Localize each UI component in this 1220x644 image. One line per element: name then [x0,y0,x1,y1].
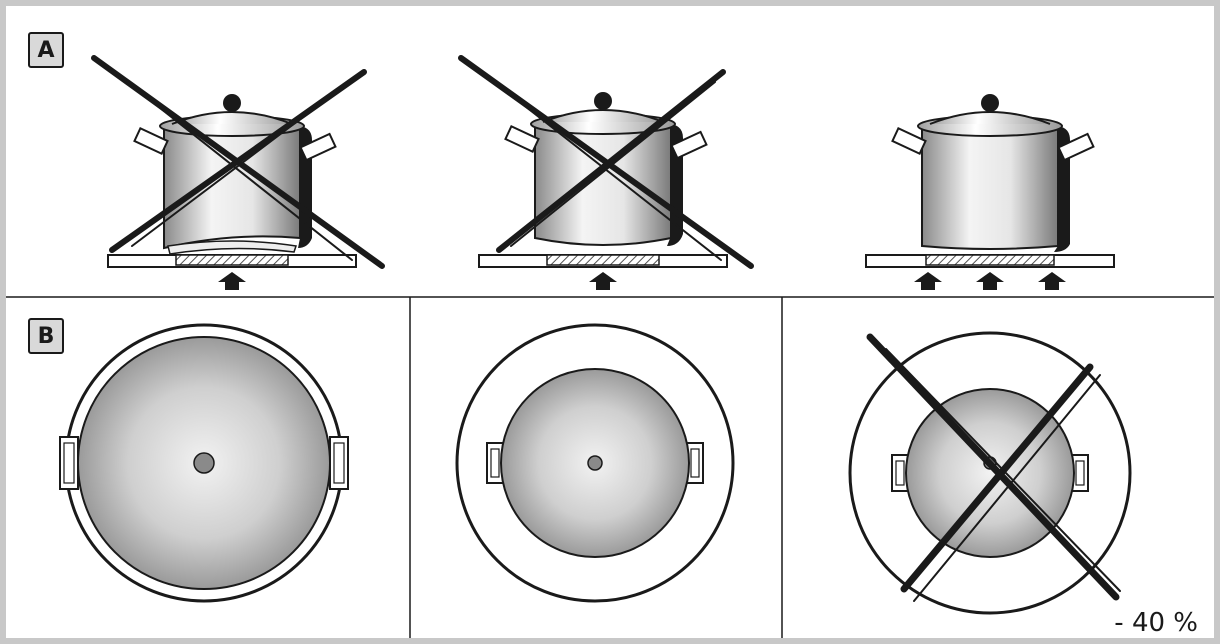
pan-knob [193,452,215,474]
cross-mark [866,333,1121,602]
heating-zone [925,254,1055,266]
heat-arrow [589,272,617,290]
handle-left [133,126,169,156]
efficiency-loss-label: - 40 % [1114,608,1198,638]
section-label-a: A [28,32,64,68]
lid-knob [223,94,241,112]
handle-right [670,130,708,160]
heat-arrow [218,272,246,290]
handle-right [1057,132,1095,162]
top-view-large-pan [59,323,349,603]
heat-arrow [914,272,942,290]
handle-left [59,436,79,490]
handle-left [504,124,540,154]
top-view-small-pan [848,331,1132,615]
pot-uneven-base [458,55,754,290]
top-view-medium-pan [455,323,735,603]
section-label-b: B [28,318,64,354]
heating-zone [546,254,660,266]
pan-knob [587,455,603,471]
heat-arrow [1038,272,1066,290]
heat-arrow [976,272,1004,290]
pot-correct [865,94,1115,290]
lid-knob [594,92,612,110]
handle-right [299,132,337,162]
lid-knob [981,94,999,112]
cross-mark [91,55,385,269]
handle-left [891,126,927,156]
handle-right [329,436,349,490]
cross-mark [458,55,754,269]
pot-warped-bottom [91,55,385,290]
heating-zone [175,254,289,266]
